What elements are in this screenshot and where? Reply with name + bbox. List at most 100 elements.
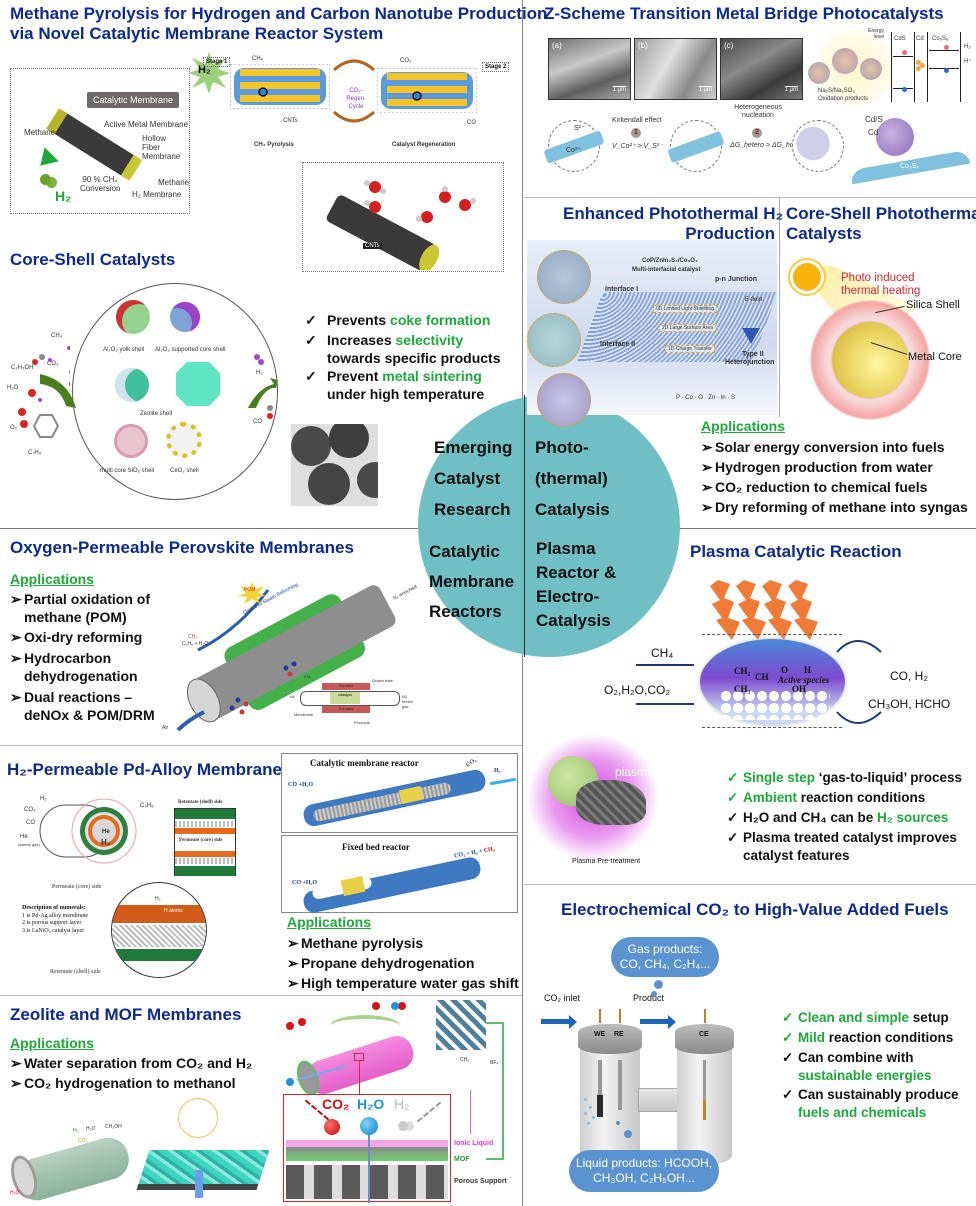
output-syngas: CO, H₂	[890, 669, 928, 683]
co2-inlet-label: CO₂ inlet	[544, 993, 581, 1003]
electron-dot-red-2	[944, 45, 949, 50]
input-oxidants: O₂,H₂O,CO₂	[604, 683, 670, 697]
tube-co2-label: CO₂	[24, 807, 36, 813]
perovskite-app-item: ➢Hydrocarbon dehydrogenation	[10, 650, 138, 684]
zeolite-app-item: ➢CO₂ hydrogenation to methanol	[10, 1075, 236, 1091]
species-o: O	[781, 665, 789, 675]
oxidation-label: Oxidation products	[818, 96, 869, 102]
check-icon: ✓	[305, 332, 317, 348]
product-arrow	[640, 1019, 670, 1024]
s2-ion-label: S²⁻	[574, 125, 585, 132]
divider-v-photo	[779, 197, 780, 417]
we-label: WE	[594, 1031, 606, 1038]
permeate-core-label: Permeate (core) side	[179, 838, 223, 843]
ch4-feed-label: CH₄	[188, 634, 198, 640]
layer-green-top	[175, 809, 235, 819]
pd-app-item: ➢Methane pyrolysis	[287, 935, 424, 951]
quadrant-photothermal[interactable]: Photo- (thermal) Catalysis	[535, 438, 610, 519]
reactant-molecules	[18, 346, 70, 438]
benefit-coke: ✓Prevents coke formation	[305, 312, 491, 328]
mof-slab	[136, 1150, 270, 1190]
reactant-o2: O₂	[10, 425, 17, 431]
perovskite-app-item: ➢Partial oxidation of methane (POM)	[10, 591, 151, 625]
water-permeate-arrow	[195, 1170, 203, 1198]
reactor1-out2: H₂	[494, 768, 501, 774]
sem-image-a: (a) 1 μm	[548, 38, 631, 100]
cds-label: CdS	[894, 36, 906, 42]
check-icon: ✓	[305, 312, 317, 328]
bubbles-in-cell	[584, 1098, 587, 1101]
products-label: Products	[354, 720, 370, 725]
arrow-bullet-icon: ➢	[10, 591, 22, 607]
catalyst-block: catalyst	[330, 692, 360, 704]
molecule-blue-2	[286, 1078, 294, 1086]
step-circle-1	[548, 120, 600, 172]
detail-porous	[112, 925, 206, 947]
bubble-small-2	[651, 991, 657, 997]
ce-label: CE	[699, 1031, 709, 1038]
sem-image-c: (c) 1 μm	[720, 38, 803, 100]
light-shielding-label: 0D Limited Light Shielding	[653, 305, 718, 313]
setup-schematic: Furnace catalyst Furnace Quartz tube Mem…	[290, 672, 413, 725]
quadrant-emerging-catalyst[interactable]: Emerging Catalyst Research	[434, 438, 513, 519]
reactor1-in: CO +H₂O	[288, 782, 314, 788]
hollow-fiber-label: Hollow Fiber Membrane	[142, 134, 181, 161]
core-shell-ellipse	[72, 283, 278, 500]
step2-name: Heterogeneous nucleation	[734, 104, 782, 119]
product-h2: H₂	[256, 370, 263, 376]
catalyst-sub: Multi-interfacial catalyst	[632, 267, 701, 273]
bubble-down-2	[624, 1130, 632, 1138]
pink-down-arrow	[470, 1090, 471, 1134]
metal-core-label: Metal Core	[908, 351, 962, 363]
layer-green-bot	[175, 866, 235, 876]
h2o-permeate-line	[368, 1135, 370, 1203]
porous-support-layer	[286, 1165, 448, 1199]
molecule-red-2	[372, 1002, 380, 1010]
tube-h2-inner: H₂	[101, 838, 111, 847]
layer-box	[174, 808, 236, 876]
air-in-label: Air	[290, 694, 295, 699]
cnt-detail-box	[302, 162, 504, 272]
regen-cycle-label: CO₂-Regen. Cycle	[346, 88, 366, 110]
nanoparticle-cluster-icon-2	[808, 62, 830, 84]
quadrant-plasma-electro[interactable]: Plasma Reactor & Electro- Catalysis	[536, 539, 617, 630]
pd-apps-heading: Applications	[287, 914, 372, 930]
divider-h-left-2	[0, 745, 522, 746]
band-line-4	[960, 32, 961, 102]
reactor1-title: Catalytic membrane reactor	[310, 758, 419, 768]
quadrant-membrane-reactors[interactable]: Catalytic Membrane Reactors	[429, 542, 515, 621]
catalytic-membrane-label: Catalytic Membrane	[87, 92, 179, 108]
catalyst-pellets	[576, 780, 646, 825]
gas-products-cloud: Gas products: CO, CH₄, C₂H₄...	[611, 937, 719, 977]
step1-name: Kirkendall effect	[612, 117, 662, 124]
step2-eq: ΔG_hetero > ΔG_homo	[730, 142, 804, 149]
divider-h-right-1	[522, 197, 976, 198]
hole-dot-blue	[902, 87, 907, 92]
cb-co9s8	[929, 50, 959, 51]
h2-output-label: H₂	[55, 188, 72, 204]
cd-dots	[916, 60, 921, 65]
check-icon: ✓	[727, 810, 739, 825]
cnts-out-label: CNTs	[283, 118, 298, 124]
supported-core-shell-icon	[170, 302, 200, 332]
mof-layer-box	[283, 1094, 451, 1203]
we-contact	[599, 1009, 601, 1023]
tube-sweep-label: (sweep gas)	[18, 842, 40, 847]
ch4-in-label: CH₄	[252, 56, 264, 62]
shell-label-zeolite: Zeolite shell	[140, 411, 173, 417]
plasma-benefit: ✓Ambient reaction conditions	[727, 790, 926, 805]
h2o-molecule-icon	[360, 1117, 378, 1135]
check-icon: ✓	[782, 1030, 794, 1045]
h-atoms-label: H atoms	[164, 908, 183, 914]
detail-permeate-label: Permeate (core) side	[52, 884, 102, 890]
divider-h-right-2	[522, 884, 976, 885]
molecule-red-1	[286, 1022, 294, 1030]
mof-zoom-square	[354, 1053, 364, 1061]
zoom-circle-bottom	[537, 373, 591, 427]
catalyst-beads	[720, 690, 830, 720]
tube-he-label: He	[20, 834, 28, 840]
hole-dot-blue-2	[944, 68, 949, 73]
tube-h2-label: H₂	[40, 796, 47, 802]
re-electrode	[618, 1060, 622, 1110]
electro-benefit: ✓Can sustainably produce fuels and chemi…	[782, 1087, 959, 1120]
